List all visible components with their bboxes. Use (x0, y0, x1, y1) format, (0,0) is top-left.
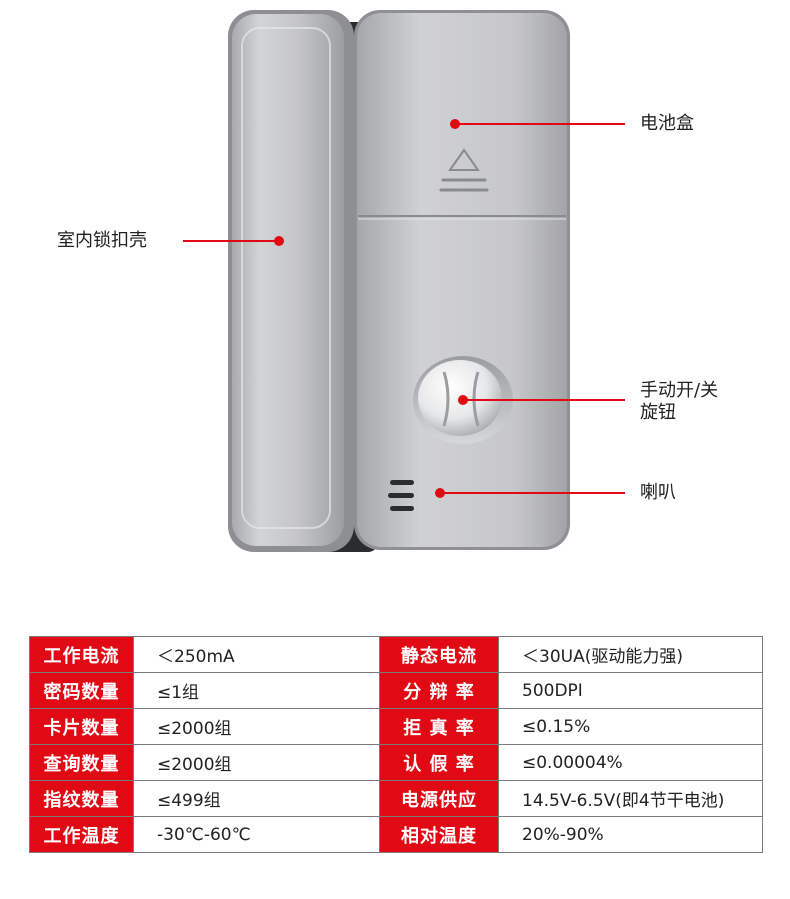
spec-value: ≤499组 (133, 780, 380, 817)
spec-value: ≤2000组 (133, 708, 380, 745)
table-row: 查询数量 ≤2000组 认 假 率 ≤0.00004% (29, 744, 763, 781)
spec-key: 指纹数量 (29, 780, 134, 817)
spec-value: ≤0.00004% (498, 744, 763, 781)
table-row: 工作电流 ＜250mA 静态电流 ＜30UA(驱动能力强) (29, 636, 763, 673)
spec-key: 工作温度 (29, 816, 134, 853)
spec-value: 14.5V-6.5V(即4节干电池) (498, 780, 763, 817)
knob-label-line2: 旋钮 (640, 402, 676, 423)
spec-value: ≤1组 (133, 672, 380, 709)
spec-key: 拒 真 率 (379, 708, 499, 745)
callout-knob (458, 395, 625, 405)
inner-lock-shell (228, 10, 354, 552)
knob-label-line1: 手动开/关 (640, 380, 719, 401)
spec-key: 查询数量 (29, 744, 134, 781)
callout-inner-shell (183, 236, 284, 246)
callout-battery-box (450, 119, 625, 129)
lock-product-illustration (183, 10, 625, 552)
battery-box-label: 电池盒 (640, 113, 694, 134)
spec-value: 500DPI (498, 672, 763, 709)
speaker-label: 喇叭 (640, 482, 676, 503)
spec-value: ＜250mA (133, 636, 380, 673)
main-lock-body (354, 10, 570, 550)
table-row: 密码数量 ≤1组 分 辩 率 500DPI (29, 672, 763, 709)
spec-key: 工作电流 (29, 636, 134, 673)
spec-key: 分 辩 率 (379, 672, 499, 709)
callout-speaker (435, 488, 625, 498)
spec-key: 认 假 率 (379, 744, 499, 781)
spec-key: 卡片数量 (29, 708, 134, 745)
spec-key: 密码数量 (29, 672, 134, 709)
spec-key: 电源供应 (379, 780, 499, 817)
spec-value: ≤0.15% (498, 708, 763, 745)
table-row: 工作温度 -30℃-60℃ 相对温度 20%-90% (29, 816, 763, 853)
table-row: 卡片数量 ≤2000组 拒 真 率 ≤0.15% (29, 708, 763, 745)
spec-value: 20%-90% (498, 816, 763, 853)
spec-table: 工作电流 ＜250mA 静态电流 ＜30UA(驱动能力强) 密码数量 ≤1组 分… (29, 636, 763, 853)
spec-value: ＜30UA(驱动能力强) (498, 636, 763, 673)
spec-value: ≤2000组 (133, 744, 380, 781)
table-row: 指纹数量 ≤499组 电源供应 14.5V-6.5V(即4节干电池) (29, 780, 763, 817)
spec-key: 静态电流 (379, 636, 499, 673)
spec-value: -30℃-60℃ (133, 816, 380, 853)
inner-shell-label: 室内锁扣壳 (57, 230, 147, 251)
spec-key: 相对温度 (379, 816, 499, 853)
